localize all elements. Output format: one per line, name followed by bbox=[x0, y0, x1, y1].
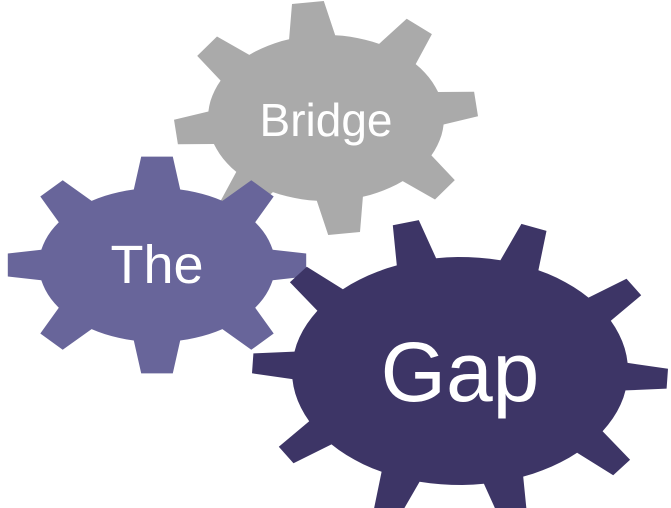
gear-gap: Gap bbox=[252, 220, 668, 508]
gear-bridge-label: Bridge bbox=[260, 94, 393, 146]
gear-bridge: Bridge bbox=[174, 1, 478, 235]
gear-gap-label: Gap bbox=[381, 325, 540, 419]
gear-bridge-shape bbox=[174, 1, 478, 235]
gear-the: The bbox=[7, 156, 307, 374]
gear-gap-shape bbox=[252, 220, 668, 508]
gear-the-shape bbox=[7, 156, 307, 374]
gear-the-label: The bbox=[110, 235, 203, 295]
